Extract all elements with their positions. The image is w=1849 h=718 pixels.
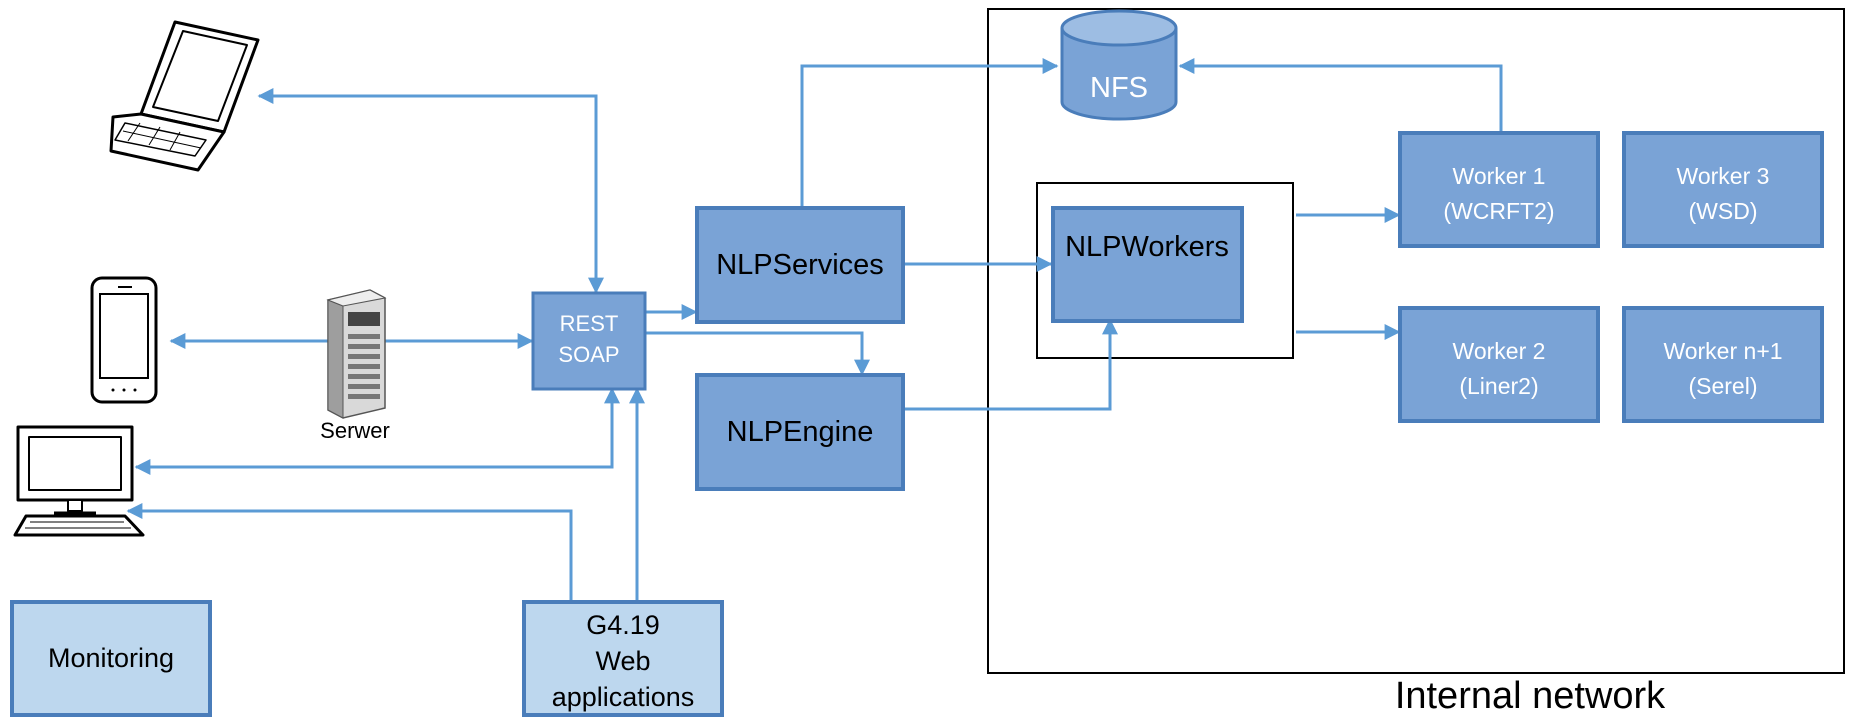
- internal-network-label: Internal network: [1395, 675, 1666, 717]
- web-applications-label-line2: Web: [595, 646, 650, 676]
- arrow-nlpservices-nfs: [800, 58, 1059, 208]
- nlpworkers-label: NLPWorkers: [1065, 231, 1229, 263]
- worker2-tool: (Liner2): [1459, 373, 1538, 399]
- web-applications-label-line1: G4.19: [586, 610, 660, 640]
- rest-label: REST: [560, 311, 619, 336]
- arrow-web-desktop: [126, 503, 573, 602]
- worker1-tool: (WCRFT2): [1443, 198, 1554, 224]
- nfs-storage-icon: [1060, 9, 1178, 121]
- arrow-worker1-nfs: [1178, 58, 1503, 132]
- arrow-rest-nlpengine: [645, 331, 870, 376]
- arrow-laptop-rest: [257, 88, 604, 294]
- nlpengine-label: NLPEngine: [727, 416, 874, 448]
- soap-label: SOAP: [558, 342, 619, 367]
- nfs-label: NFS: [1090, 72, 1148, 104]
- workern-tool: (Serel): [1688, 373, 1757, 399]
- laptop-icon: [109, 20, 260, 172]
- nlpservices-box: [695, 206, 905, 324]
- server-icon: [326, 289, 387, 419]
- server-label: Serwer: [320, 418, 390, 443]
- web-applications-box: [522, 600, 724, 717]
- worker1-box: [1398, 131, 1600, 248]
- nlpservices-label: NLPServices: [716, 249, 884, 281]
- worker3-tool: (WSD): [1689, 198, 1758, 224]
- desktop-icon: [13, 425, 145, 537]
- arrow-desktop-rest: [134, 387, 620, 475]
- worker3-name: Worker 3: [1677, 163, 1770, 189]
- web-applications-label-line3: applications: [552, 682, 695, 712]
- rest-soap-box: [531, 291, 647, 391]
- workern-name: Worker n+1: [1663, 338, 1782, 364]
- phone-icon: [90, 276, 158, 404]
- internal-network-boundary: [987, 8, 1845, 674]
- arrow-nlpengine-nlpworkers: [903, 318, 1118, 411]
- worker2-box: [1398, 306, 1600, 423]
- nlpengine-box: [695, 373, 905, 491]
- worker2-name: Worker 2: [1453, 338, 1546, 364]
- workern-box: [1622, 306, 1824, 423]
- worker1-name: Worker 1: [1453, 163, 1546, 189]
- nlpworkers-box: [1051, 206, 1244, 323]
- monitoring-label: Monitoring: [48, 643, 174, 673]
- monitoring-box: [10, 600, 212, 717]
- worker3-box: [1622, 131, 1824, 248]
